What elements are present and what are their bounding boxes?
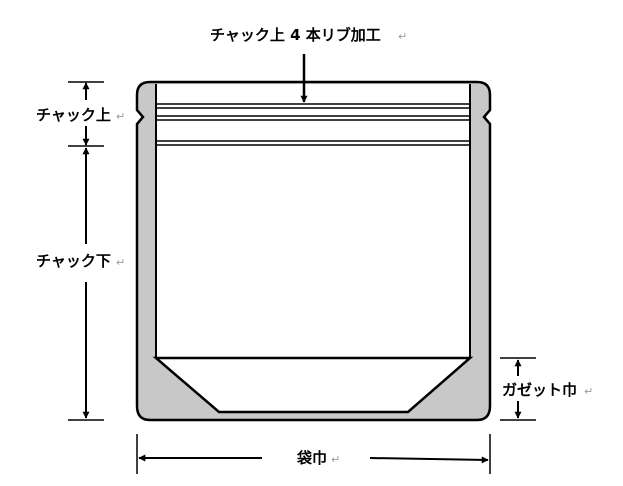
return-mark: ↵: [584, 385, 593, 398]
return-mark: ↵: [116, 256, 125, 269]
bag-width-label: 袋巾: [296, 449, 327, 467]
return-mark: ↵: [398, 30, 407, 43]
pouch-outline: [135, 80, 492, 422]
gusset-width-label: ガゼット巾: [502, 381, 577, 399]
zipper-bottom-dimension: チャック下 ↵: [36, 147, 125, 421]
bag-width-arrow-right: [369, 456, 489, 464]
bag-width-dimension: 袋巾 ↵: [136, 434, 491, 474]
pouch-inner-panel: [156, 84, 470, 358]
zipper-bottom-label: チャック下: [36, 252, 111, 270]
zipper-top-dimension: チャック上 ↵: [36, 81, 125, 147]
rib-label: チャック上 4 本リブ加工: [210, 26, 381, 44]
gusset-dimension: ガゼット巾 ↵: [500, 357, 593, 421]
return-mark: ↵: [331, 453, 340, 466]
return-mark: ↵: [116, 110, 125, 123]
zipper-top-label: チャック上: [36, 106, 111, 124]
rib-label-group: チャック上 4 本リブ加工 ↵: [210, 26, 407, 103]
bottom-gusset: [152, 356, 474, 414]
